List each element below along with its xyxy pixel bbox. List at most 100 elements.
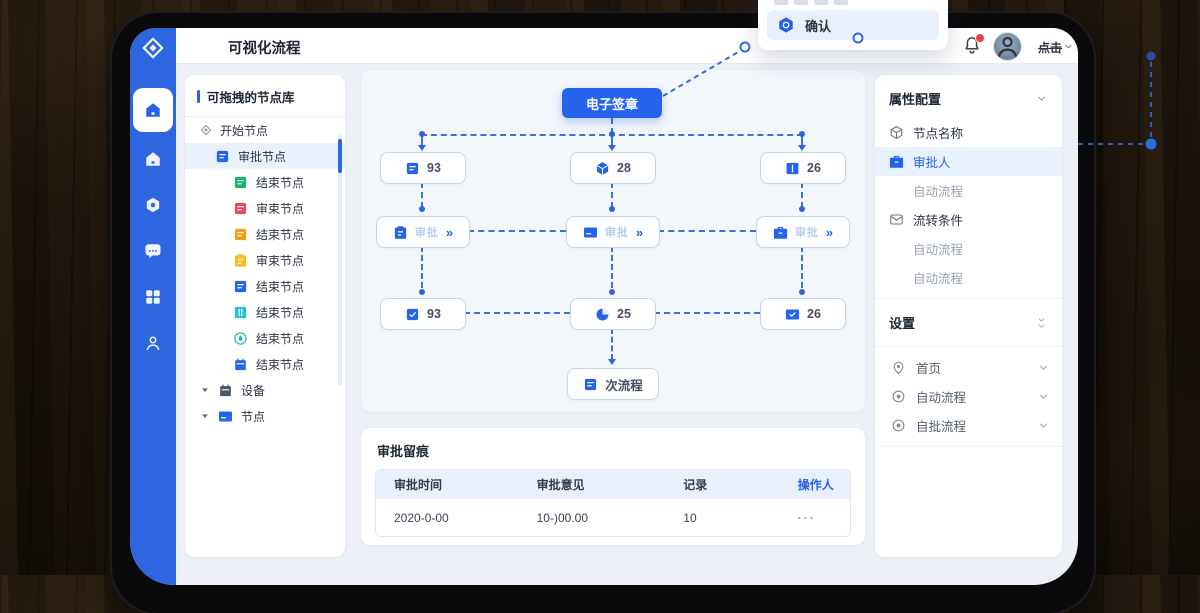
flow-node[interactable]: 28 [570, 152, 656, 184]
connector-line [654, 312, 760, 314]
connector-dot [609, 131, 615, 137]
connector-dot [609, 206, 615, 212]
divider [875, 298, 1062, 299]
briefcase-icon [889, 154, 904, 169]
scrollbar-thumb[interactable] [338, 139, 342, 173]
popup-item-confirm[interactable]: 确认 [767, 10, 939, 40]
row-actions-ellipsis[interactable]: ··· [797, 510, 816, 525]
settings-header[interactable]: 设置 [875, 305, 1062, 340]
sidebar-item-home-active[interactable] [133, 88, 173, 132]
settings-item-self-flow[interactable]: 自批流程 [875, 411, 1062, 440]
table-row: 2020-0-00 10-)00.00 10 ··· [376, 499, 850, 536]
app-logo-diamond-icon [141, 36, 165, 60]
scrollbar-track [338, 135, 342, 385]
flow-node-ghost-label: 审批 [604, 227, 629, 239]
library-item[interactable]: 结束节点 [185, 221, 345, 247]
page-title: 可视化流程 [228, 41, 301, 57]
sidebar-item-messages-chat-icon[interactable] [144, 242, 162, 260]
connector-dot [609, 289, 615, 295]
arrowhead-down [608, 359, 616, 365]
calendar-icon [218, 383, 233, 398]
double-chevron-icon [1035, 315, 1048, 331]
flow-node-label: 次流程 [605, 378, 643, 393]
sidebar-item-settings-gear-icon[interactable] [144, 196, 162, 214]
chevron-down-icon [1037, 419, 1050, 432]
table-header-row: 审批时间 审批意见 记录 操作人 [376, 470, 850, 499]
flow-node-ghost-label: 审批 [794, 227, 819, 239]
settings-item-label: 自动流程 [916, 391, 967, 405]
arrowhead-down [418, 145, 426, 151]
doc-icon [233, 201, 248, 216]
property-item-node-name[interactable]: 节点名称 [875, 118, 1062, 147]
flow-node[interactable]: 审批 » [566, 216, 660, 248]
library-item-label: 审批节点 [238, 149, 287, 164]
property-subitem[interactable]: 自动流程 [875, 234, 1062, 263]
doc-icon [233, 175, 248, 190]
connector-line [421, 182, 423, 208]
connector-dot [419, 131, 425, 137]
column-header: 审批时间 [394, 478, 443, 492]
doc-icon [233, 279, 248, 294]
library-item[interactable]: 结束节点 [185, 273, 345, 299]
sidebar-item-apps-grid-icon[interactable] [144, 288, 162, 306]
flow-node-end[interactable]: 次流程 [567, 368, 659, 400]
property-item-approver-selected[interactable]: 审批人 [875, 147, 1062, 176]
user-name[interactable]: 点击 [1037, 41, 1062, 55]
book-icon [233, 305, 248, 320]
triangle-down-icon [200, 385, 210, 395]
library-item[interactable]: 审束节点 [185, 247, 345, 273]
property-subitem-label: 自动流程 [913, 185, 964, 199]
connector-line [611, 246, 613, 288]
library-item[interactable]: 结束节点 [185, 299, 345, 325]
settings-title: 设置 [889, 316, 916, 331]
library-item[interactable]: 结束节点 [185, 169, 345, 195]
avatar[interactable] [993, 32, 1022, 61]
library-group-node[interactable]: 节点 [185, 403, 345, 429]
card-icon [218, 409, 233, 424]
columns-icon [785, 161, 800, 176]
flow-node[interactable]: 审批 » [376, 216, 470, 248]
flow-node-value: 93 [427, 307, 441, 321]
property-subitem-label: 自动流程 [913, 243, 964, 257]
connector-line [801, 246, 803, 288]
properties-header[interactable]: 属性配置 [875, 75, 1062, 118]
home-icon [144, 101, 162, 119]
cell-time: 2020-0-00 [394, 510, 449, 525]
flow-node[interactable]: 26 [760, 152, 846, 184]
flow-node-root[interactable]: 电子签章 [562, 88, 662, 118]
sidebar-item-building[interactable] [144, 150, 162, 168]
approval-trace-panel: 审批留痕 审批时间 审批意见 记录 操作人 2020-0-00 10-)00.0… [361, 428, 865, 545]
flow-node-value: 26 [807, 307, 821, 321]
library-item[interactable]: 审束节点 [185, 195, 345, 221]
settings-item-auto-flow[interactable]: 自动流程 [875, 382, 1062, 411]
library-item-label: 结束节点 [256, 357, 305, 372]
connector-line [611, 182, 613, 208]
library-item-label: 设备 [241, 383, 266, 398]
library-item-start[interactable]: 开始节点 [185, 117, 345, 143]
property-subitem[interactable]: 自动流程 [875, 263, 1062, 292]
connector-dot [799, 131, 805, 137]
flow-node[interactable]: 93 [380, 152, 466, 184]
property-subitem[interactable]: 自动流程 [875, 176, 1062, 205]
divider [875, 346, 1062, 347]
doc-icon [583, 377, 598, 392]
library-item-approval-selected[interactable]: 审批节点 [185, 143, 345, 169]
clipboard-icon [393, 225, 408, 240]
sidebar-item-profile-person-icon[interactable] [144, 334, 162, 352]
calendar-icon [233, 357, 248, 372]
flow-node[interactable]: 93 [380, 298, 466, 330]
connector-line [421, 134, 423, 146]
flow-node[interactable]: 审批 » [756, 216, 850, 248]
doc-icon [215, 149, 230, 164]
flow-node[interactable]: 25 [570, 298, 656, 330]
column-header-operator: 操作人 [797, 478, 834, 492]
property-item-flow-condition[interactable]: 流转条件 [875, 205, 1062, 234]
connector-line [658, 230, 756, 232]
cell-opinion: 10-)00.00 [536, 510, 588, 525]
library-group-device[interactable]: 设备 [185, 377, 345, 403]
flow-node[interactable]: 26 [760, 298, 846, 330]
library-item[interactable]: 结束节点 [185, 351, 345, 377]
library-item[interactable]: 结束节点 [185, 325, 345, 351]
settings-item-home[interactable]: 首页 [875, 353, 1062, 382]
double-chevron-right-icon: » [635, 224, 644, 240]
